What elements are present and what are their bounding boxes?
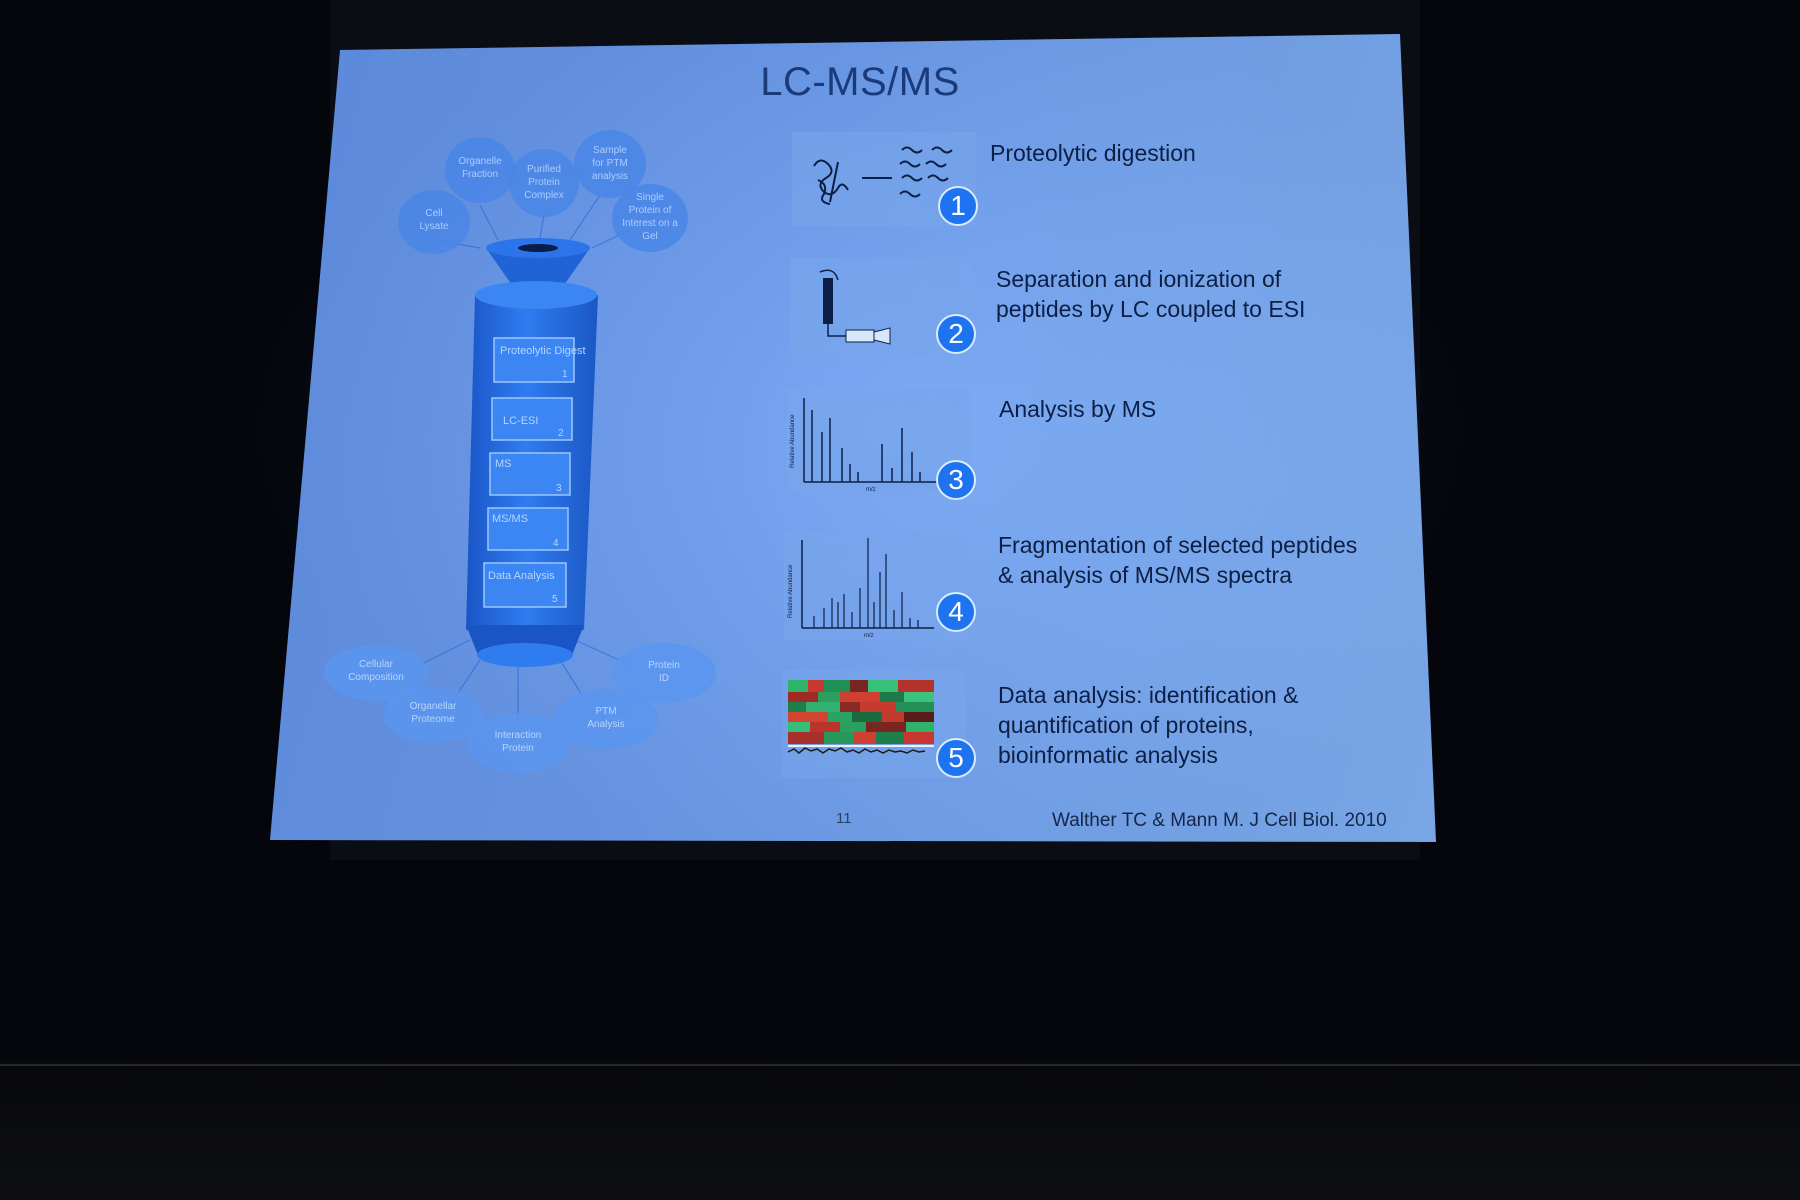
stage-label: LC-ESI — [503, 415, 538, 427]
stage-box-3: MS 3 — [489, 452, 571, 496]
step-text-msms: Fragmentation of selected peptides & ana… — [998, 532, 1358, 588]
step-thumbnail-msms: Relative Abundance m/z 4 — [784, 532, 976, 640]
stage-number: 5 — [552, 594, 558, 605]
stage-box-1: Proteolytic Digest 1 — [493, 337, 586, 383]
stage-number: 2 — [558, 428, 564, 439]
step-number-badge: 4 — [936, 592, 976, 632]
step-text-data-analysis: Data analysis: identification & quantifi… — [998, 682, 1299, 768]
step-text-lc-esi: Separation and ionization of peptides by… — [996, 266, 1306, 322]
x-axis-label: m/z — [866, 487, 876, 493]
step-number-badge: 2 — [936, 314, 976, 354]
step-thumbnail-data-analysis: 5 — [782, 670, 976, 778]
funnel-inlet — [486, 238, 590, 288]
stage-label: Proteolytic Digest — [500, 345, 586, 357]
step-number-badge: 1 — [938, 186, 978, 226]
digestion-illustration — [813, 146, 953, 205]
y-axis-label: Relative Abundance — [790, 414, 796, 468]
stage-number: 1 — [562, 369, 568, 380]
stage-label: MS — [495, 458, 512, 470]
y-axis-label: Relative Abundance — [788, 564, 794, 618]
stage-label: Data Analysis — [488, 570, 555, 582]
step-number-badge: 3 — [936, 460, 976, 500]
stage-box-4: MS/MS 4 — [487, 507, 569, 551]
stage-box-5: Data Analysis 5 — [483, 562, 567, 608]
lc-esi-illustration — [819, 269, 891, 345]
step-text-digestion: Proteolytic digestion — [990, 140, 1196, 166]
step-text-ms: Analysis by MS — [999, 396, 1157, 422]
slide-page-number: 11 — [836, 810, 852, 827]
slide-title: LC-MS/MS — [760, 60, 960, 104]
step-thumbnail-ms: Relative Abundance m/z 3 — [786, 388, 976, 500]
step-thumbnail-digestion: 1 — [792, 132, 978, 226]
svg-text:Data Analysis: Data Analysis — [488, 570, 555, 582]
msms-spectrum-illustration: Relative Abundance m/z — [788, 538, 934, 639]
stage-box-2: LC-ESI 2 — [491, 397, 573, 441]
step-number-badge: 5 — [936, 738, 976, 778]
heatmap-illustration — [787, 680, 934, 754]
slide-citation: Walther TC & Mann M. J Cell Biol. 2010 — [1052, 810, 1387, 831]
stage-edge — [0, 1064, 1800, 1066]
svg-text:Proteolytic Digest: Proteolytic Digest — [500, 345, 586, 357]
stage-label: MS/MS — [492, 513, 528, 525]
x-axis-label: m/z — [864, 633, 874, 639]
ms-spectrum-illustration: Relative Abundance m/z — [790, 398, 946, 493]
stage-number: 3 — [556, 483, 562, 494]
stage-floor — [0, 1060, 1800, 1200]
step-thumbnail-lc-esi: 2 — [790, 258, 976, 356]
stage-number: 4 — [553, 538, 559, 549]
